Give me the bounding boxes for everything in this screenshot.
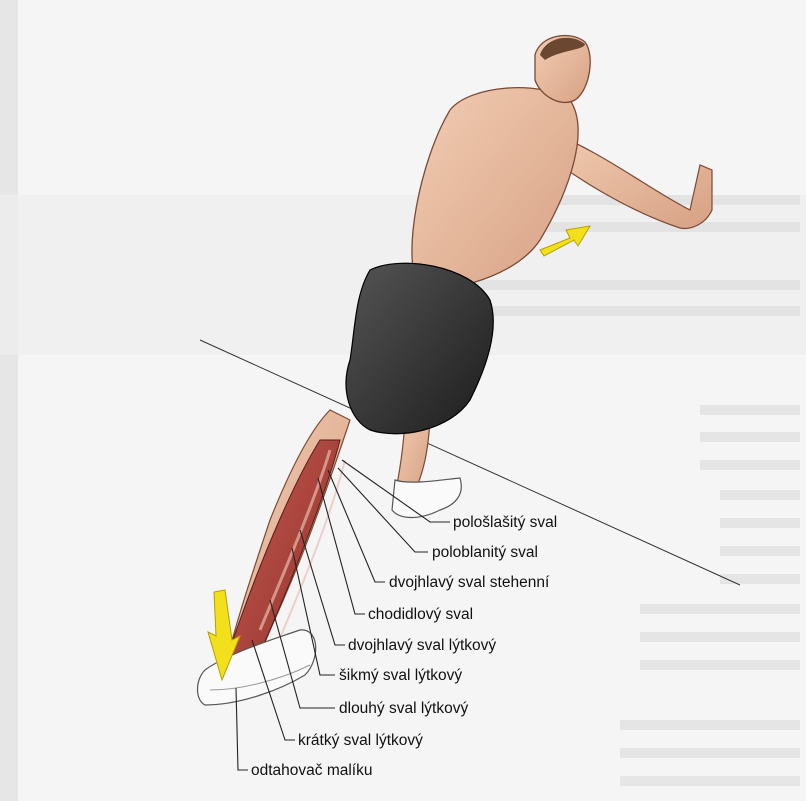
label-8: krátký sval lýtkový [298, 732, 423, 749]
label-2: poloblanitý sval [432, 544, 538, 561]
label-9: odtahovač malíku [251, 762, 373, 779]
label-4: chodidlový sval [368, 606, 473, 623]
label-6: šikmý sval lýtkový [339, 667, 462, 684]
label-3: dvojhlavý sval stehenní [389, 574, 550, 591]
label-7: dlouhý sval lýtkový [339, 700, 468, 717]
label-1: pološlašitý sval [453, 514, 557, 531]
label-5: dvojhlavý sval lýtkový [348, 637, 496, 654]
